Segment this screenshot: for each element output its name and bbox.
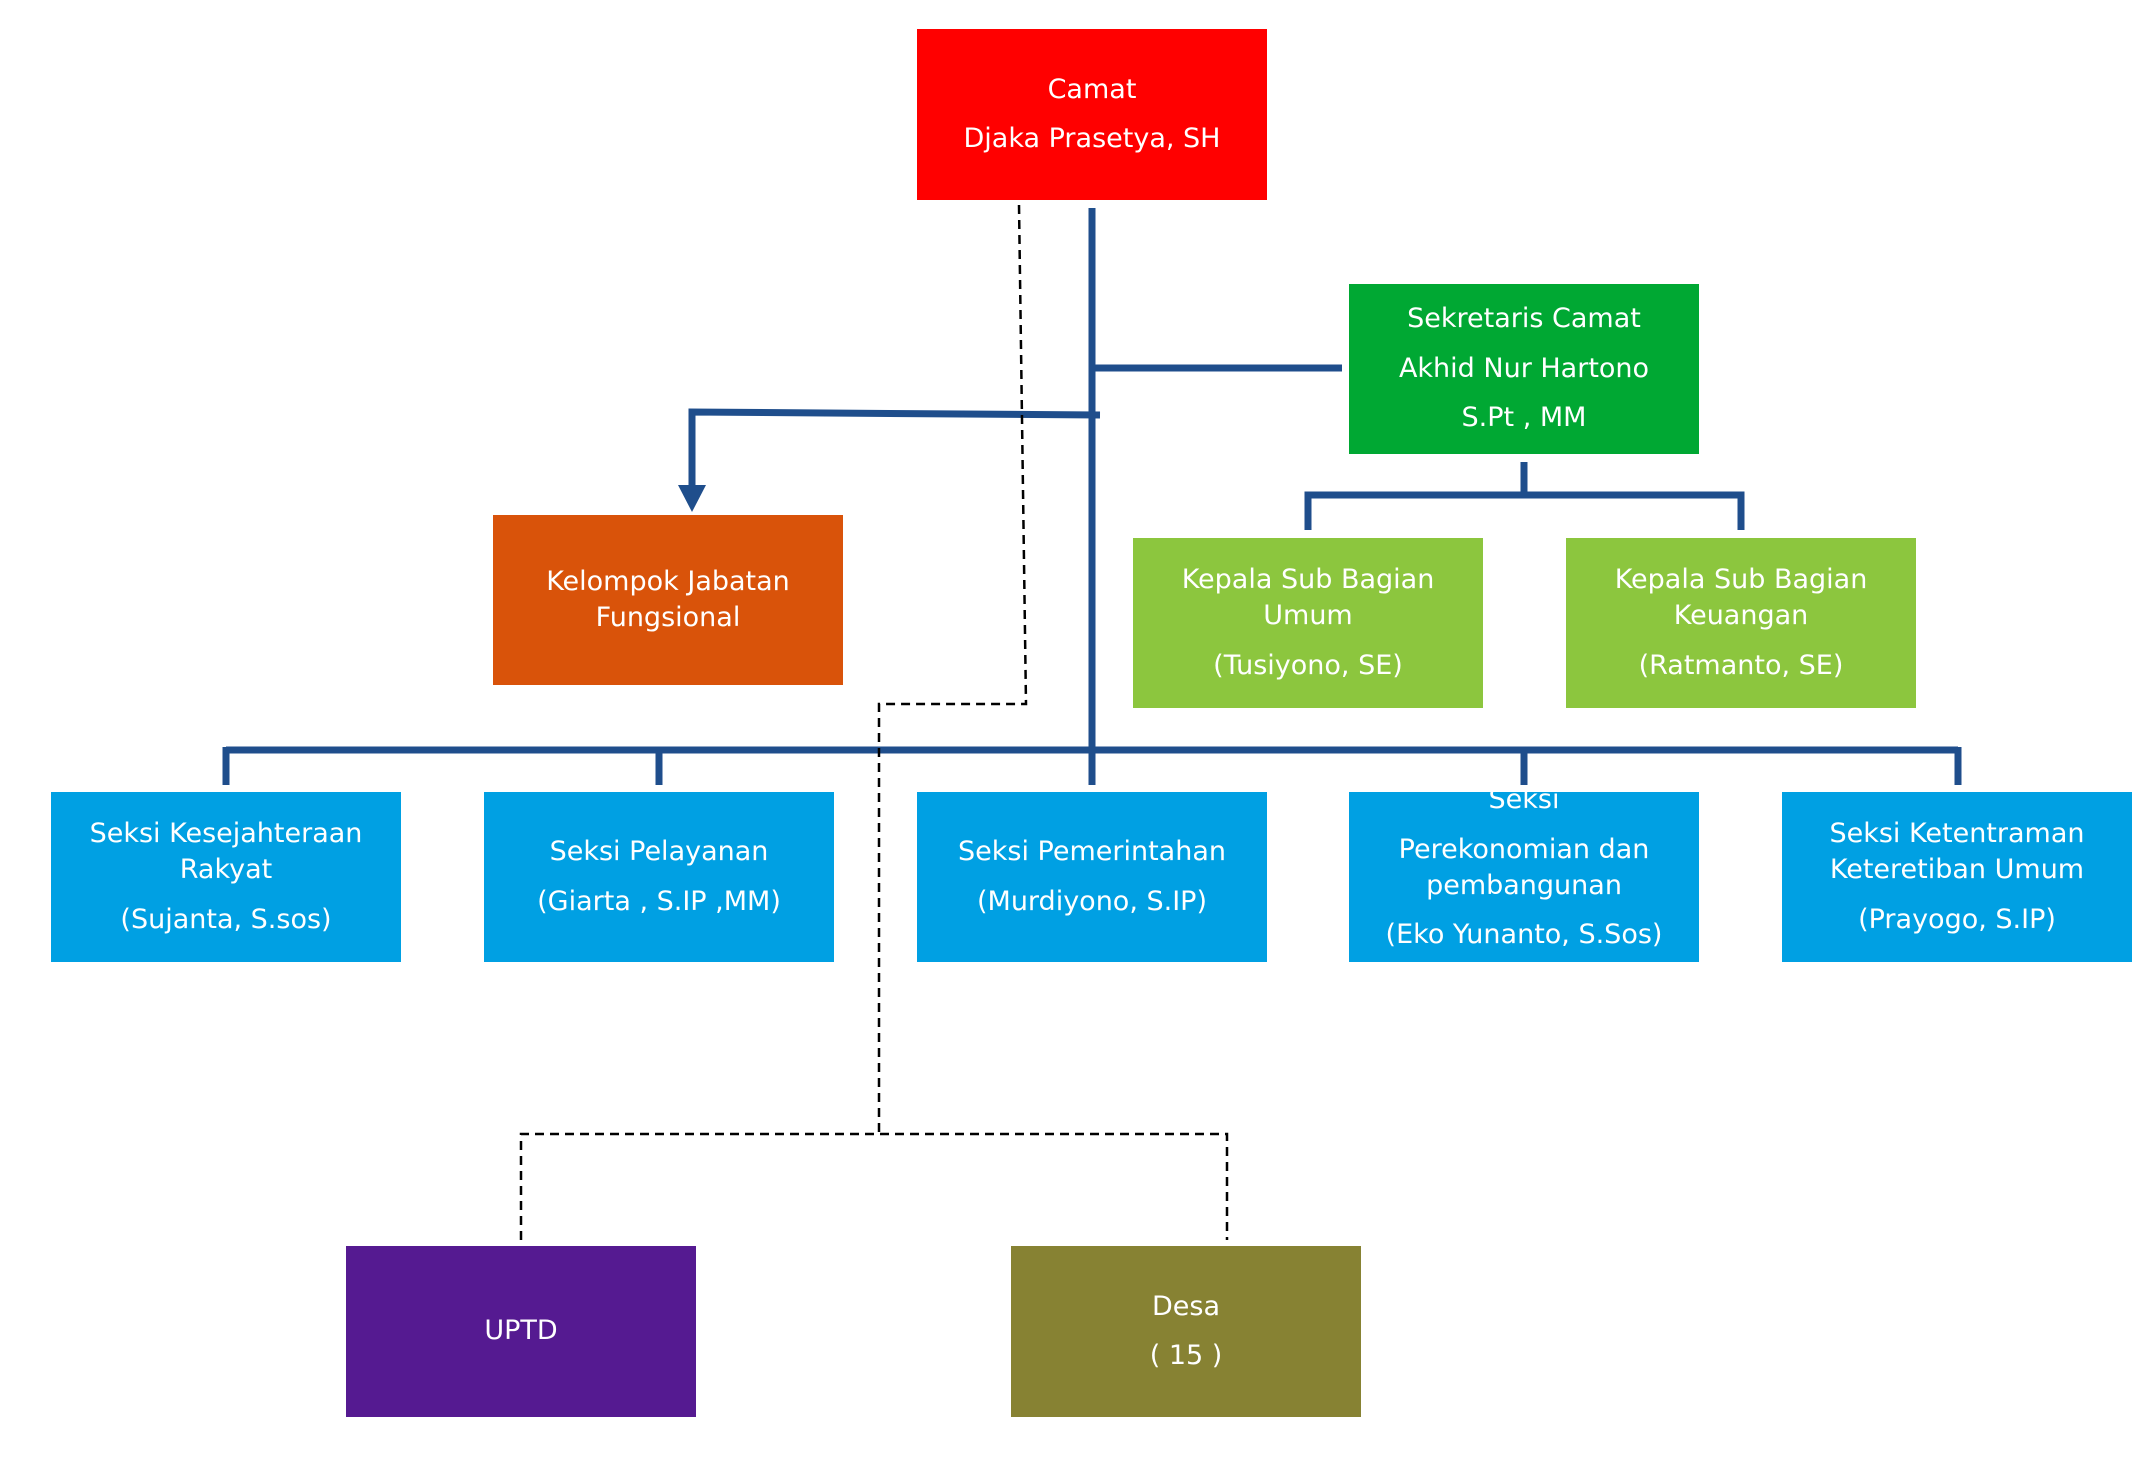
seksi-kesejahteraan-box: Seksi Kesejahteraan Rakyat (Sujanta, S.s… [51,792,401,962]
connector-dashed-coordination [877,204,1028,1134]
sub-bagian-keuangan-name: (Ratmanto, SE) [1638,649,1844,681]
sub-bagian-umum-title1: Kepala Sub Bagian [1181,563,1435,595]
seksi-trantib-name: (Prayogo, S.IP) [1858,903,2056,935]
sub-bagian-umum-box: Kepala Sub Bagian Umum (Tusiyono, SE) [1133,538,1483,708]
fungsional-label-line2: Fungsional [595,602,741,633]
sekretaris-name: Akhid Nur Hartono [1398,352,1650,384]
seksi-pelayanan-title: Seksi Pelayanan [549,836,769,868]
uptd-label: UPTD [484,1315,558,1347]
connector-fungsional-branch [688,408,1101,487]
desa-label: Desa [1151,1290,1220,1322]
fungsional-label-line1: Kelompok Jabatan [546,565,790,597]
uptd-box: UPTD [346,1246,696,1417]
desa-box: Desa ( 15 ) [1011,1246,1361,1417]
sekretaris-camat-box: Sekretaris Camat Akhid Nur Hartono S.Pt … [1349,284,1699,454]
seksi-ketentraman-box: Seksi Ketentraman Keteretiban Umum (Pray… [1782,792,2132,962]
seksi-pelayanan-box: Seksi Pelayanan (Giarta , S.IP ,MM) [484,792,834,962]
camat-name: Djaka Prasetya, SH [963,123,1221,154]
sekretaris-title: Sekretaris Camat [1407,303,1641,335]
camat-title: Camat [1047,73,1137,105]
seksi-perekonomian-box: Seksi Perekonomian dan pembangunan (Eko … [1349,784,1699,962]
sub-bagian-keuangan-title1: Kepala Sub Bagian [1614,563,1868,595]
seksi-kesra-name: (Sujanta, S.sos) [120,903,332,935]
seksi-pelayanan-name: (Giarta , S.IP ,MM) [537,885,781,917]
seksi-trantib-title1: Seksi Ketentraman [1829,817,2085,849]
connector-dashed-uptd-desa-rail [519,1132,1229,1240]
connector-subbagian-rail [1304,491,1745,530]
seksi-ekbang-title2: pembangunan [1426,870,1622,901]
seksi-kesra-title2: Rakyat [179,854,273,886]
seksi-ekbang-title1: Perekonomian dan [1398,833,1650,865]
camat-box: Camat Djaka Prasetya, SH [917,29,1267,200]
seksi-ekbang-name: (Eko Yunanto, S.Sos) [1385,919,1663,951]
sekretaris-degree: S.Pt , MM [1461,402,1587,434]
seksi-pemerintahan-title: Seksi Pemerintahan [958,836,1226,868]
kelompok-jabatan-fungsional-box: Kelompok Jabatan Fungsional [493,515,843,685]
desa-count: ( 15 ) [1149,1340,1223,1371]
arrow-down-icon [678,485,706,512]
seksi-kesra-title1: Seksi Kesejahteraan [89,817,363,849]
sub-bagian-umum-title2: Umum [1263,600,1353,632]
sub-bagian-umum-name: (Tusiyono, SE) [1213,649,1403,681]
seksi-pemerintahan-box: Seksi Pemerintahan (Murdiyono, S.IP) [917,792,1267,962]
seksi-pemerintahan-name: (Murdiyono, S.IP) [976,885,1207,917]
sub-bagian-keuangan-title2: Keuangan [1673,600,1809,632]
seksi-trantib-title2: Keteretiban Umum [1829,854,2085,886]
seksi-ekbang-title0: Seksi [1488,784,1560,816]
sub-bagian-keuangan-box: Kepala Sub Bagian Keuangan (Ratmanto, SE… [1566,538,1916,708]
